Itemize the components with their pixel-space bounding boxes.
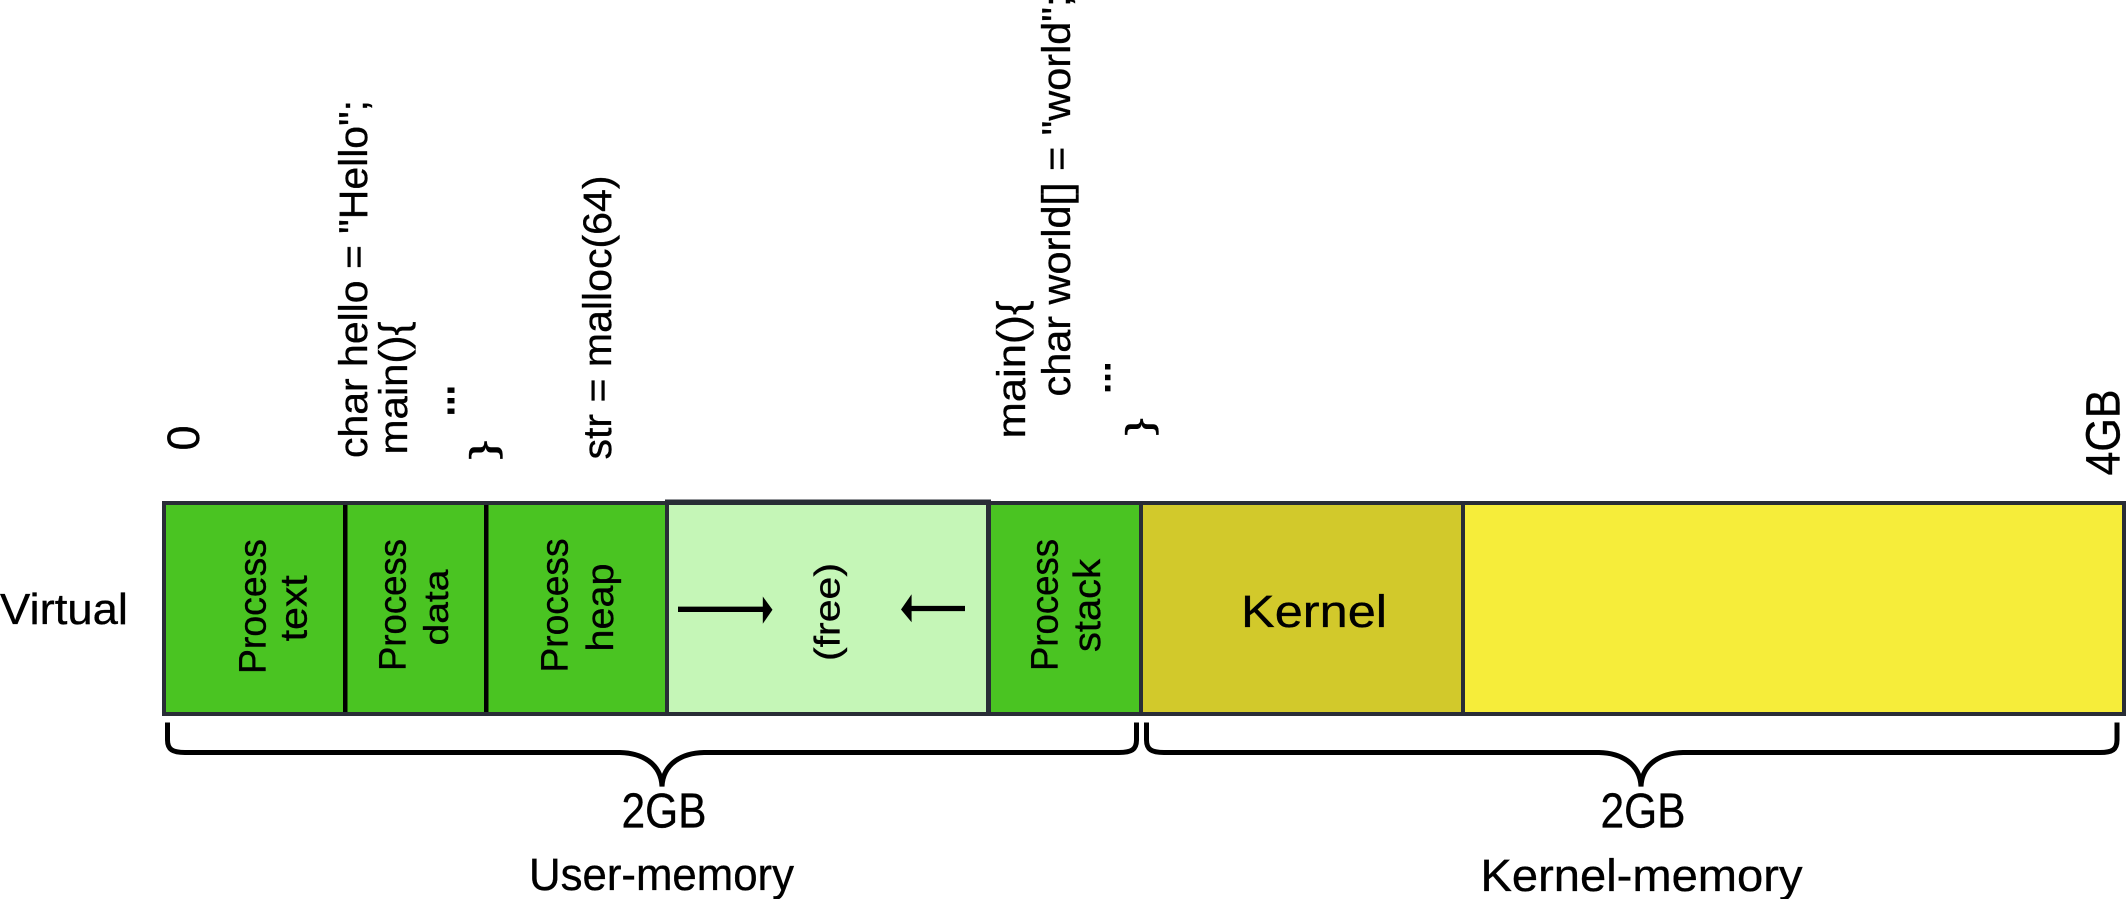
svg-text:Process: Process [233, 539, 275, 674]
svg-text:2GB: 2GB [1601, 785, 1686, 839]
svg-text:char world[] = "world";: char world[] = "world"; [1035, 0, 1079, 397]
svg-text:Process: Process [535, 539, 577, 673]
svg-text:data: data [418, 569, 456, 645]
svg-text:main(){: main(){ [372, 322, 416, 455]
svg-text:Kernel: Kernel [1241, 586, 1387, 637]
svg-text:}: } [1118, 418, 1159, 436]
svg-text:stack: stack [1067, 558, 1109, 652]
svg-text:Process: Process [1025, 539, 1067, 671]
svg-text:(free): (free) [807, 563, 848, 661]
svg-text:str = malloc(64): str = malloc(64) [576, 176, 620, 460]
svg-text:4GB: 4GB [2078, 390, 2126, 476]
svg-text:2GB: 2GB [622, 785, 707, 839]
svg-text:char hello = "Hello";: char hello = "Hello"; [332, 100, 376, 458]
svg-text:Kernel-memory: Kernel-memory [1481, 850, 1804, 899]
svg-text:main(){: main(){ [990, 301, 1034, 439]
svg-text:}: } [462, 441, 503, 460]
svg-text:heap: heap [580, 564, 622, 652]
svg-text:User-memory: User-memory [529, 849, 794, 899]
svg-text:Process: Process [373, 539, 415, 671]
svg-text:0: 0 [158, 425, 209, 450]
svg-text:text: text [274, 575, 316, 641]
svg-text:Virtual: Virtual [0, 585, 128, 634]
